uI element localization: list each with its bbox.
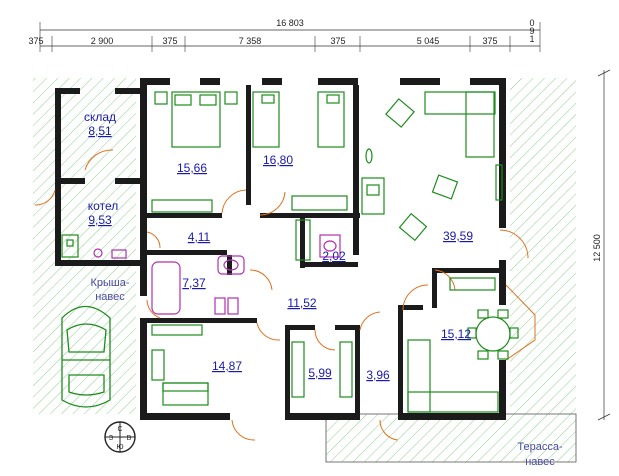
room-bedroom-3-area: 14,87 <box>212 359 242 373</box>
interior-walls <box>147 85 502 420</box>
compass-west: З <box>109 435 113 442</box>
compass-east: В <box>127 435 132 442</box>
dim-segment-5: 375 <box>330 36 345 46</box>
room-storage-area: 8,51 <box>88 124 112 138</box>
room-vestibule-area: 3,96 <box>366 368 390 382</box>
side-mark-2: 9 <box>529 26 534 36</box>
compass-north: С <box>117 426 122 433</box>
room-living-area: 39,59 <box>443 229 473 243</box>
terrace-label-1: Терасса- <box>517 441 563 453</box>
room-hall-area: 4,11 <box>188 230 211 244</box>
dim-segment-6: 5 045 <box>417 36 440 46</box>
side-mark-3: 1 <box>529 34 534 44</box>
carport-hatch <box>33 78 136 414</box>
storage-walls <box>55 88 147 266</box>
room-bathroom-area: 7,37 <box>182 276 206 290</box>
dim-segment-2: 2 900 <box>91 36 114 46</box>
terrace-label-2: навес <box>525 456 555 468</box>
room-dining-area: 15,12 <box>441 327 471 341</box>
room-bedroom-1-area: 15,66 <box>177 161 207 175</box>
car-icon <box>61 305 111 408</box>
dimension-chain-top: 16 803 375 2 900 375 7 358 375 5 045 375… <box>28 18 541 52</box>
bath-fixtures <box>93 234 341 315</box>
compass-icon: С В Ю З <box>104 421 136 453</box>
dimension-height: 12 500 <box>592 69 611 421</box>
external-labels: Крыша- навес Терасса- навес <box>90 277 562 468</box>
side-mark-1: 0 <box>529 18 534 28</box>
room-dressing-area: 5,99 <box>308 366 332 380</box>
exterior-walls <box>140 78 506 420</box>
overall-height-label: 12 500 <box>592 234 602 262</box>
compass-south: Ю <box>116 444 123 451</box>
terrace-bottom-hatch <box>326 414 576 462</box>
overall-width-label: 16 803 <box>276 18 304 28</box>
doors <box>34 149 536 441</box>
roof-canopy-label-2: навес <box>95 291 125 303</box>
roof-canopy-label-1: Крыша- <box>90 277 129 289</box>
room-bedroom-2-area: 16,80 <box>263 153 293 167</box>
room-wc-area: 2,02 <box>322 249 346 263</box>
furniture <box>61 91 519 413</box>
room-storage-name: склад <box>84 110 116 124</box>
room-boiler-name: котел <box>88 199 118 213</box>
room-boiler-area: 9,53 <box>88 213 112 227</box>
terrace-right-hatch <box>510 78 576 414</box>
dim-segment-1: 375 <box>28 36 43 46</box>
dim-segment-3: 375 <box>162 36 177 46</box>
room-corridor-area: 11,52 <box>287 296 316 310</box>
room-labels: склад 8,51 котел 9,53 15,66 16,80 39,59 … <box>84 110 473 382</box>
dim-segment-7: 375 <box>482 36 497 46</box>
dim-segment-4: 7 358 <box>239 36 262 46</box>
